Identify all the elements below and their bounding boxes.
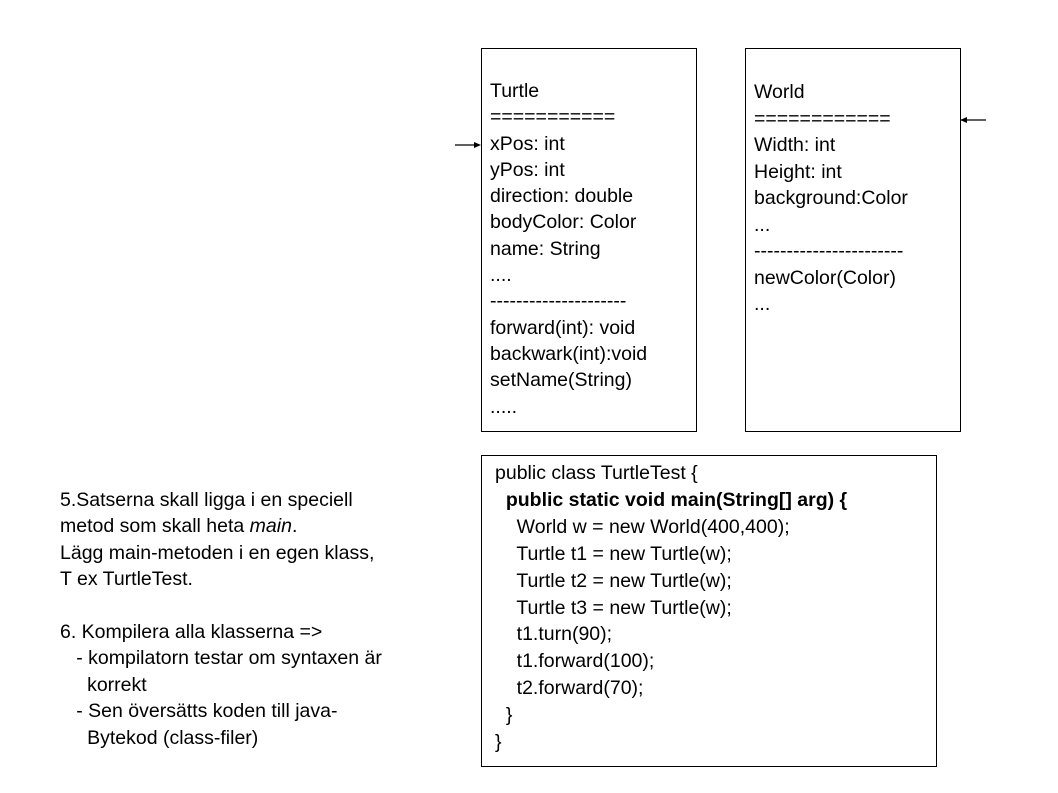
step6-line: korrekt (60, 673, 147, 696)
turtle-fields-ellipsis: .... (490, 264, 512, 287)
code-line-main-signature: public static void main(String[] arg) { (495, 488, 848, 511)
turtle-field-xpos: xPos: int (490, 132, 565, 155)
turtle-method-forward: forward(int): void (490, 316, 636, 339)
step5-text: . (291, 515, 298, 538)
step5-line: T ex TurtleTest. (60, 568, 193, 591)
class-separator: ============ (754, 107, 891, 130)
world-class-name: World (754, 81, 805, 103)
world-field-background: background:Color (754, 187, 908, 209)
step5-line: 5.Satserna skall ligga i en speciell (60, 489, 353, 511)
turtle-arrow (455, 142, 481, 148)
main-emphasis: main (249, 515, 292, 538)
step6-line: Bytekod (class-filer) (60, 726, 259, 749)
world-method-newcolor: newColor(Color) (754, 266, 896, 289)
step6-line: - Sen översätts koden till java- (60, 700, 338, 723)
spacer (60, 593, 470, 619)
turtle-field-bodycolor: bodyColor: Color (490, 211, 637, 234)
turtle-method-setname: setName(String) (490, 369, 632, 392)
turtle-field-name: name: String (490, 237, 601, 260)
turtle-method-backwark: backwark(int):void (490, 342, 648, 365)
turtle-class-box: Turtle =========== xPos: int yPos: int d… (481, 48, 697, 432)
turtle-class-name: Turtle (490, 80, 540, 102)
class-separator: =========== (490, 106, 616, 129)
code-line: public class TurtleTest { (495, 462, 698, 484)
step5-text: metod som skall heta (60, 515, 250, 538)
world-field-width: Width: int (754, 134, 836, 156)
step5-line: metod som skall heta main. (60, 513, 470, 539)
code-line: Turtle t2 = new Turtle(w); (495, 569, 732, 592)
code-line: World w = new World(400,400); (495, 515, 790, 538)
code-line: } (495, 731, 502, 754)
world-arrow (960, 117, 986, 123)
turtle-field-direction: direction: double (490, 185, 634, 208)
code-line: } (495, 704, 513, 727)
turtle-method-separator: --------------------- (490, 290, 627, 313)
world-field-height: Height: int (754, 160, 842, 183)
world-methods-ellipsis: ... (754, 293, 771, 315)
code-line: Turtle t1 = new Turtle(w); (495, 542, 732, 565)
world-class-box: World ============ Width: int Height: in… (745, 48, 961, 432)
code-line: t2.forward(70); (495, 677, 644, 700)
turtletest-code-box: public class TurtleTest { public static … (481, 455, 937, 767)
turtle-field-ypos: yPos: int (490, 158, 565, 181)
code-line: t1.forward(100); (495, 650, 655, 673)
world-method-separator: ----------------------- (754, 240, 904, 262)
step6-line: - kompilatorn testar om syntaxen är (60, 647, 382, 670)
step5-line: Lägg main-metoden i en egen klass, (60, 541, 375, 564)
world-fields-ellipsis: ... (754, 213, 771, 236)
code-line: t1.turn(90); (495, 623, 613, 646)
step6-line: 6. Kompilera alla klasserna => (60, 621, 323, 644)
turtle-methods-ellipsis: ..... (490, 395, 518, 418)
instruction-notes: 5.Satserna skall ligga i en speciell met… (60, 487, 470, 751)
code-line: Turtle t3 = new Turtle(w); (495, 596, 732, 619)
